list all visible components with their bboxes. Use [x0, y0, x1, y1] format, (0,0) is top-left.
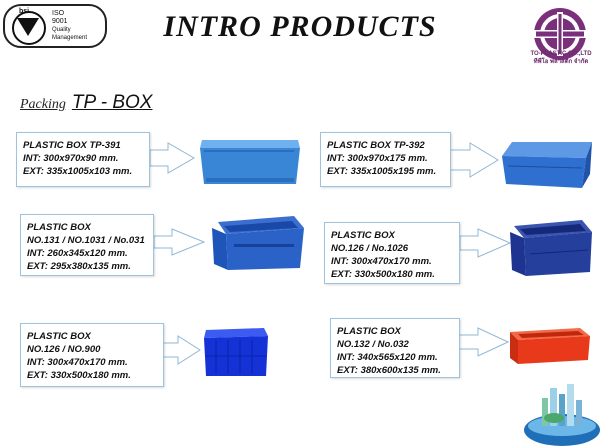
product-name: PLASTIC BOX [27, 222, 91, 233]
city-globe-image [524, 384, 600, 446]
product-card: PLASTIC BOX TP-391 INT: 300x970x90 mm. E… [16, 132, 150, 187]
bsi-label: bsi. [19, 8, 32, 15]
product-int-size: INT: 260x345x120 mm. [27, 248, 128, 259]
product-name: PLASTIC BOX [337, 326, 401, 337]
product-model: NO.126 / No.1026 [331, 243, 409, 254]
iso-line: 9001 [52, 18, 68, 25]
iso-line: ISO [52, 10, 65, 17]
section-label: Packing [20, 97, 66, 112]
product-name: PLASTIC BOX [331, 230, 395, 241]
product-name: PLASTIC BOX TP-392 [327, 140, 425, 151]
product-ext-size: EXT: 335x1005x195 mm. [327, 166, 437, 177]
product-int-size: INT: 300x970x90 mm. [23, 153, 119, 164]
section-heading: Packing TP - BOX [20, 92, 152, 114]
product-card: PLASTIC BOX NO.126 / NO.900 INT: 300x470… [20, 323, 164, 387]
product-int-size: INT: 300x970x175 mm. [327, 153, 428, 164]
product-ext-size: EXT: 330x500x180 mm. [27, 370, 131, 381]
product-ext-size: EXT: 380x600x135 mm. [337, 365, 441, 376]
product-card: PLASTIC BOX NO.131 / NO.1031 / No.031 IN… [20, 214, 154, 276]
arrow-icon [449, 142, 499, 178]
arrow-icon [161, 335, 201, 365]
page-title: INTRO PRODUCTS [163, 10, 437, 43]
product-ext-size: EXT: 330x500x180 mm. [331, 269, 435, 280]
iso-line: Management [52, 35, 88, 41]
product-int-size: INT: 300x470x170 mm. [331, 256, 432, 267]
product-int-size: INT: 300x470x170 mm. [27, 357, 128, 368]
product-model: NO.126 / NO.900 [27, 344, 101, 355]
arrow-icon [459, 228, 512, 258]
iso-line: Quality [52, 27, 71, 33]
logo-line: TO-PLASTIC CO.,LTD [530, 51, 592, 57]
box-image-tp391 [200, 140, 300, 184]
company-logo-icon [528, 6, 592, 66]
product-card: PLASTIC BOX NO.126 / No.1026 INT: 300x47… [324, 222, 460, 284]
arrow-icon [149, 142, 196, 174]
iso-text: ISO 9001 Quality Management [52, 10, 87, 42]
box-image-900 [204, 328, 268, 338]
product-name: PLASTIC BOX TP-391 [23, 140, 121, 151]
arrow-icon [153, 228, 206, 256]
product-card: PLASTIC BOX TP-392 INT: 300x970x175 mm. … [320, 132, 451, 187]
product-card: PLASTIC BOX NO.132 / No.032 INT: 340x565… [330, 318, 460, 378]
iso-9001-badge: bsi. ISO 9001 Quality Management [3, 4, 107, 48]
box-image-tp392 [502, 142, 592, 158]
iso-circle [12, 11, 46, 45]
arrow-icon [457, 327, 510, 357]
product-name: PLASTIC BOX [27, 331, 91, 342]
product-model: NO.132 / No.032 [337, 339, 409, 350]
product-ext-size: EXT: 295x380x135 mm. [27, 261, 131, 272]
logo-line: ทีพีโอ พลาสติก จำกัด [533, 59, 589, 65]
iso-triangle-icon [17, 18, 39, 36]
product-model: NO.131 / NO.1031 / No.031 [27, 235, 145, 246]
company-logo-text: TO-PLASTIC CO.,LTD ทีพีโอ พลาสติก จำกัด [524, 50, 598, 66]
product-ext-size: EXT: 335x1005x103 mm. [23, 166, 133, 177]
section-name: TP - BOX [71, 92, 153, 113]
product-int-size: INT: 340x565x120 mm. [337, 352, 438, 363]
